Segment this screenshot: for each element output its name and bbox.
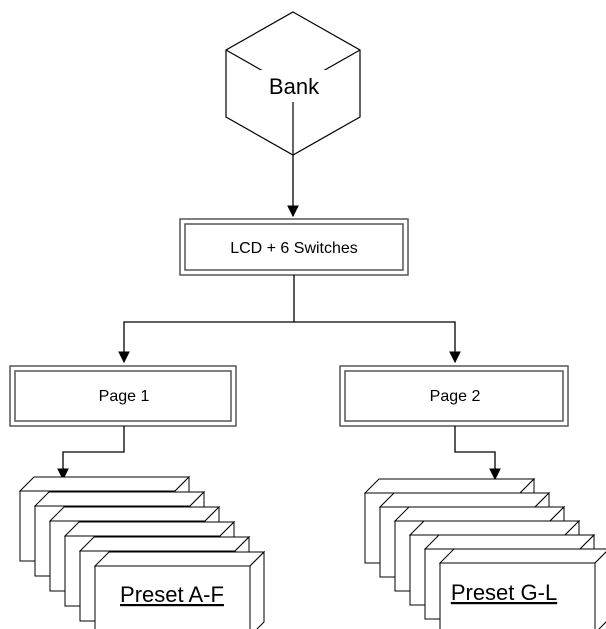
- bank-node: Bank: [225, 11, 361, 156]
- page2-node: Page 2: [339, 365, 569, 427]
- bank-label: Bank: [269, 74, 320, 99]
- page2-label: Page 2: [430, 388, 481, 405]
- edge-lcd-to-page1: [118, 275, 295, 364]
- page1-label: Page 1: [99, 388, 150, 405]
- preset-stack-left: [18, 475, 266, 629]
- edge-lcd-to-page2: [294, 321, 461, 364]
- edge-page2-to-presets: [454, 426, 501, 481]
- preset-right-block-6: [438, 548, 606, 629]
- preset-right-label: Preset G-L: [451, 580, 557, 605]
- preset-left-block-6: [93, 550, 266, 629]
- edge-page1-to-presets: [57, 426, 125, 481]
- lcd-node: LCD + 6 Switches: [179, 218, 409, 276]
- lcd-label: LCD + 6 Switches: [230, 240, 358, 257]
- preset-stack-right: [363, 477, 606, 629]
- page1-node: Page 1: [9, 365, 237, 427]
- preset-left-label: Preset A-F: [120, 582, 224, 607]
